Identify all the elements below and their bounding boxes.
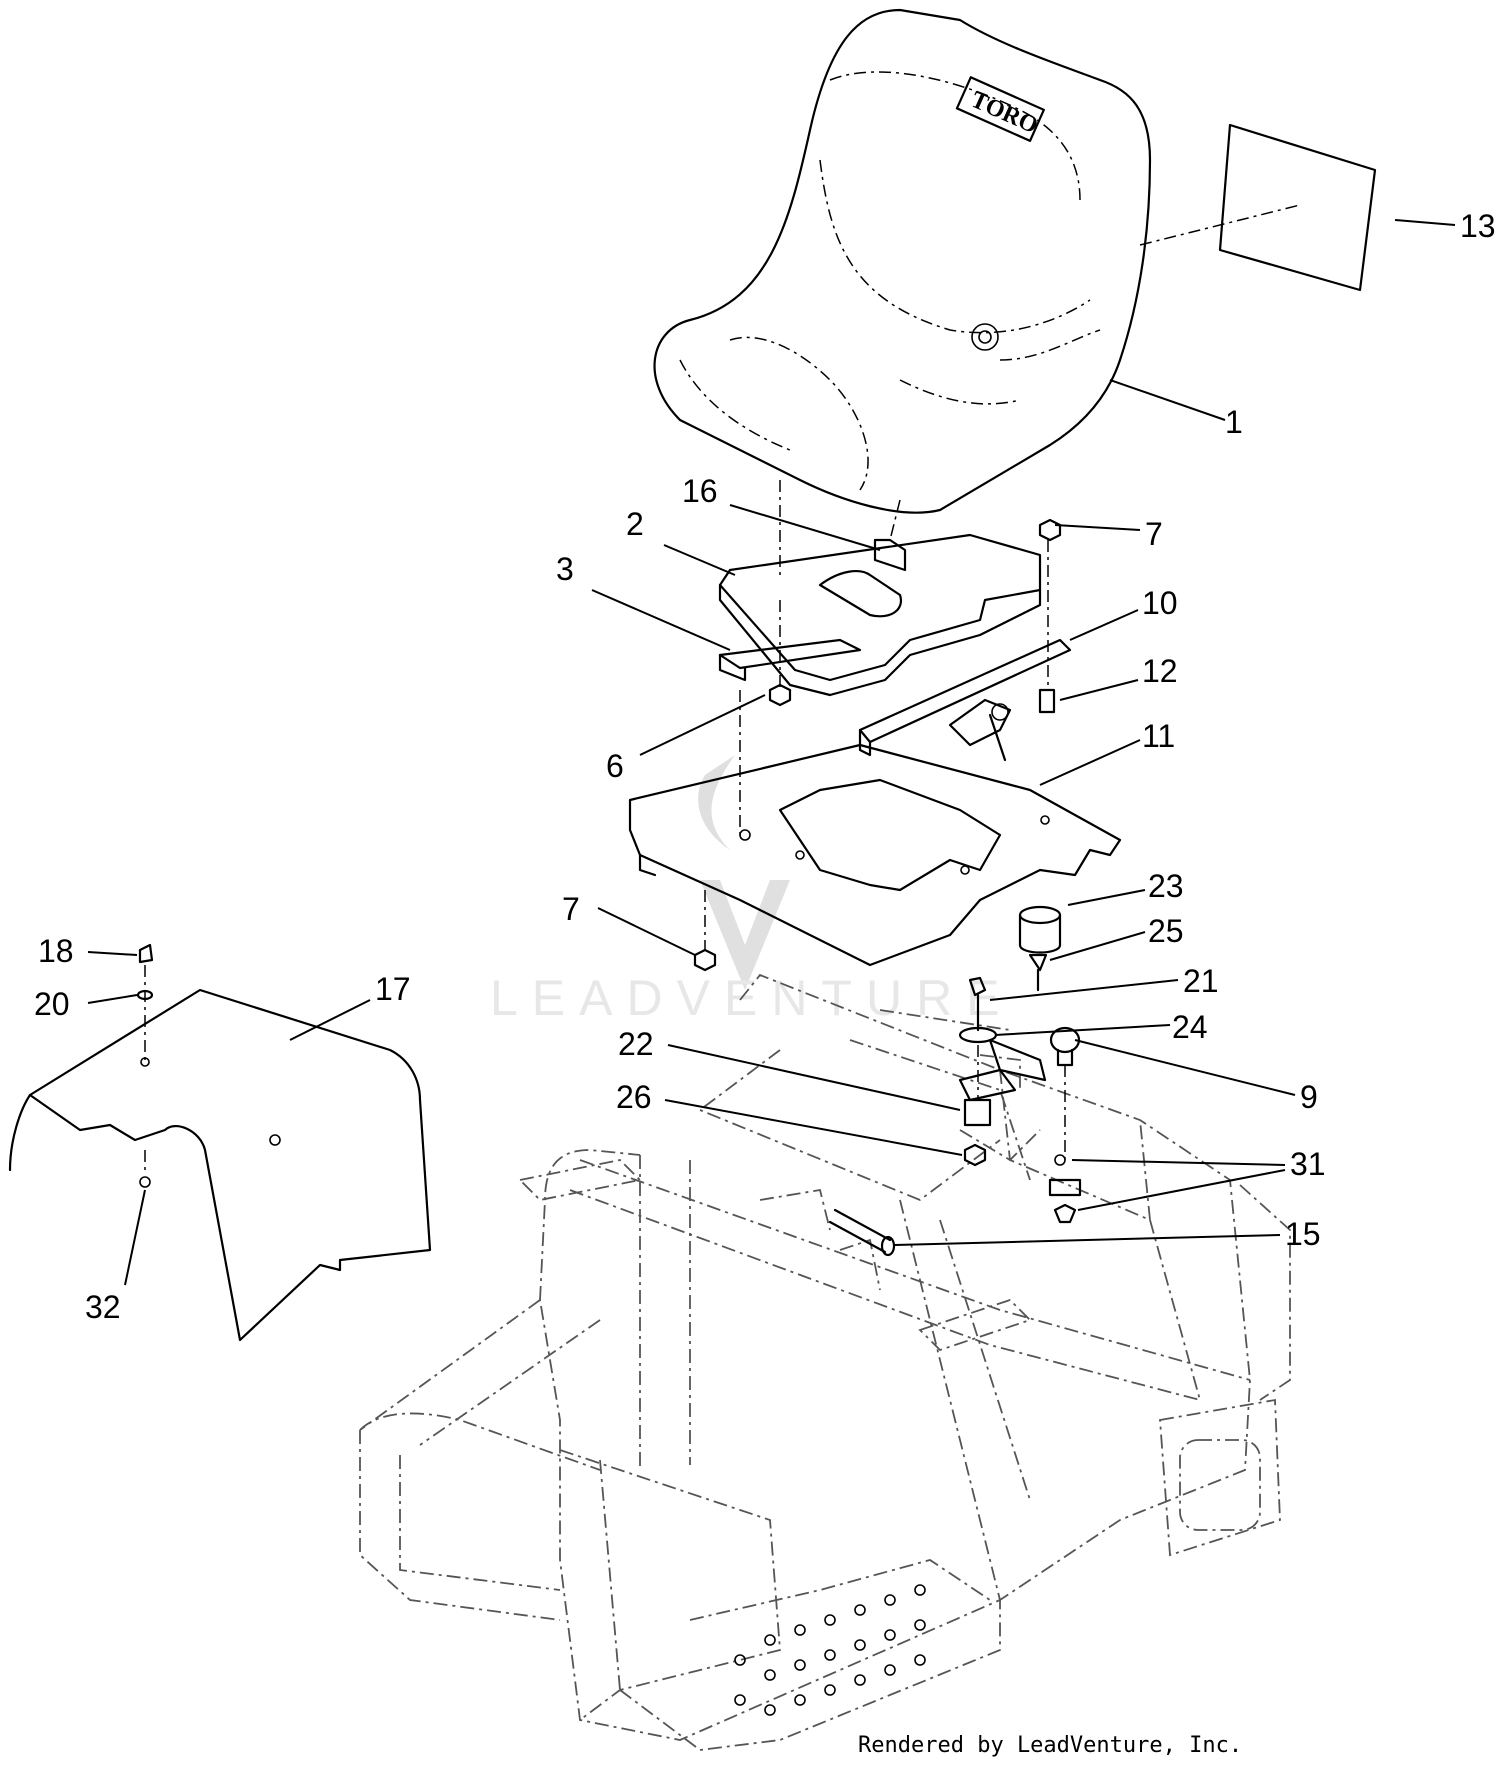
callout-20: 20 bbox=[34, 986, 70, 1022]
leader-2 bbox=[663, 544, 736, 576]
callout-13: 13 bbox=[1460, 208, 1496, 244]
seat-rail-right bbox=[858, 638, 1072, 762]
bumper bbox=[1018, 905, 1062, 954]
leader-11 bbox=[1039, 739, 1141, 786]
callout-7b: 7 bbox=[562, 891, 580, 927]
watermark-text: LEADVENTURE bbox=[490, 970, 1014, 1026]
callout-15: 15 bbox=[1285, 1216, 1321, 1252]
rivet-25 bbox=[1028, 953, 1048, 992]
callout-7a: 7 bbox=[1145, 516, 1163, 552]
foot-deck bbox=[734, 1584, 926, 1716]
decal bbox=[1139, 123, 1377, 292]
leader-26 bbox=[664, 1099, 963, 1156]
leader-18 bbox=[87, 951, 138, 956]
callout-labels: 1 2 3 6 7 7 9 10 11 12 13 15 16 17 18 20… bbox=[34, 208, 1496, 1325]
nut-6 bbox=[768, 683, 792, 707]
leader-9 bbox=[1074, 1039, 1296, 1096]
pin bbox=[828, 1208, 896, 1257]
leader-20 bbox=[87, 994, 138, 1004]
callout-11: 11 bbox=[1142, 718, 1175, 754]
side-cover bbox=[8, 943, 432, 1342]
watermark: LEADVENTURE bbox=[490, 755, 1014, 1026]
leader-7b bbox=[597, 907, 696, 956]
leader-31b bbox=[1077, 1169, 1286, 1211]
leader-7a bbox=[1054, 524, 1141, 531]
leader-13 bbox=[1394, 219, 1456, 226]
callout-32: 32 bbox=[85, 1289, 121, 1325]
callout-10: 10 bbox=[1142, 585, 1178, 621]
leader-1 bbox=[1109, 379, 1226, 421]
callout-24: 24 bbox=[1172, 1009, 1208, 1045]
seat-mount-plate bbox=[718, 480, 1042, 697]
callout-12: 12 bbox=[1142, 653, 1178, 689]
leader-15 bbox=[894, 1234, 1281, 1246]
seat: TORO bbox=[653, 8, 1152, 514]
toro-logo-text: TORO bbox=[967, 87, 1042, 139]
callout-22: 22 bbox=[618, 1026, 654, 1062]
seat-base-plate bbox=[628, 690, 1122, 967]
callout-18: 18 bbox=[38, 933, 74, 969]
leader-22 bbox=[667, 1044, 961, 1111]
leader-21 bbox=[989, 979, 1179, 1001]
leader-31a bbox=[1071, 1159, 1286, 1166]
knob bbox=[1049, 1026, 1081, 1160]
callout-9: 9 bbox=[1300, 1079, 1318, 1115]
leader-24 bbox=[994, 1024, 1171, 1036]
render-credit: Rendered by LeadVenture, Inc. bbox=[858, 1733, 1242, 1758]
leader-6 bbox=[639, 694, 766, 756]
nut-7-lower bbox=[693, 890, 717, 972]
callout-25: 25 bbox=[1148, 913, 1184, 949]
callout-17: 17 bbox=[375, 971, 411, 1007]
leader-3 bbox=[591, 589, 731, 651]
fastener-column-right bbox=[1038, 518, 1062, 714]
callout-26: 26 bbox=[616, 1079, 652, 1115]
callout-6: 6 bbox=[606, 748, 624, 784]
leader-25 bbox=[1049, 931, 1146, 961]
leader-32 bbox=[124, 1189, 146, 1286]
callout-31: 31 bbox=[1290, 1146, 1326, 1182]
callout-3: 3 bbox=[556, 551, 574, 587]
seat-rail-left bbox=[718, 600, 862, 690]
callout-23: 23 bbox=[1148, 868, 1184, 904]
callout-2: 2 bbox=[626, 506, 644, 542]
callout-21: 21 bbox=[1183, 963, 1219, 999]
leader-17 bbox=[289, 999, 371, 1041]
bracket-31 bbox=[1048, 1154, 1082, 1224]
leader-12 bbox=[1059, 679, 1139, 701]
leader-10 bbox=[1069, 609, 1139, 641]
callout-1: 1 bbox=[1225, 404, 1243, 440]
leader-16 bbox=[729, 504, 881, 551]
mower-frame bbox=[359, 973, 1291, 1751]
toro-logo: TORO bbox=[955, 76, 1045, 142]
leader-lines bbox=[87, 219, 1456, 1286]
leader-23 bbox=[1067, 889, 1146, 906]
callout-16: 16 bbox=[682, 473, 718, 509]
fastener-stack-center bbox=[958, 976, 1047, 1167]
